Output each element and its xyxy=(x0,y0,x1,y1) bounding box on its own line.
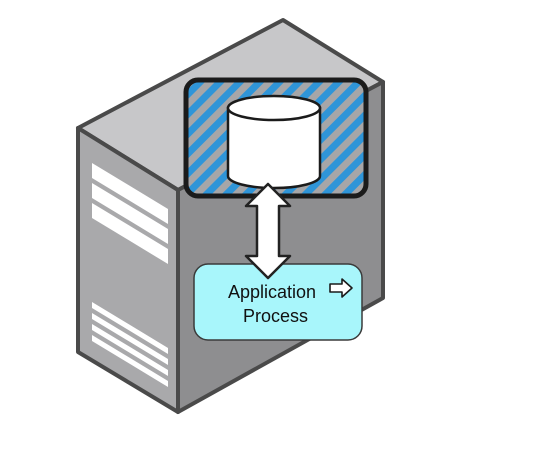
process-box-rect xyxy=(193,263,363,341)
vent-slot xyxy=(92,302,168,354)
vent-slot xyxy=(92,203,168,264)
vent-slot xyxy=(92,163,168,224)
vent-slot xyxy=(92,313,168,365)
double-arrow-vertical-icon xyxy=(244,182,292,280)
vent-slot xyxy=(92,324,168,376)
vent-slot xyxy=(92,183,168,244)
process-label-line1: Application xyxy=(228,282,316,302)
storage-panel xyxy=(183,77,369,199)
application-process-box: Application Process xyxy=(193,263,363,341)
process-label-line2: Process xyxy=(243,306,308,326)
right-arrow-outline-icon xyxy=(329,278,353,298)
vent-slot xyxy=(92,335,168,387)
server-vent-lower xyxy=(92,302,168,387)
server-vent-upper xyxy=(92,163,168,264)
database-cylinder-icon xyxy=(226,94,322,190)
